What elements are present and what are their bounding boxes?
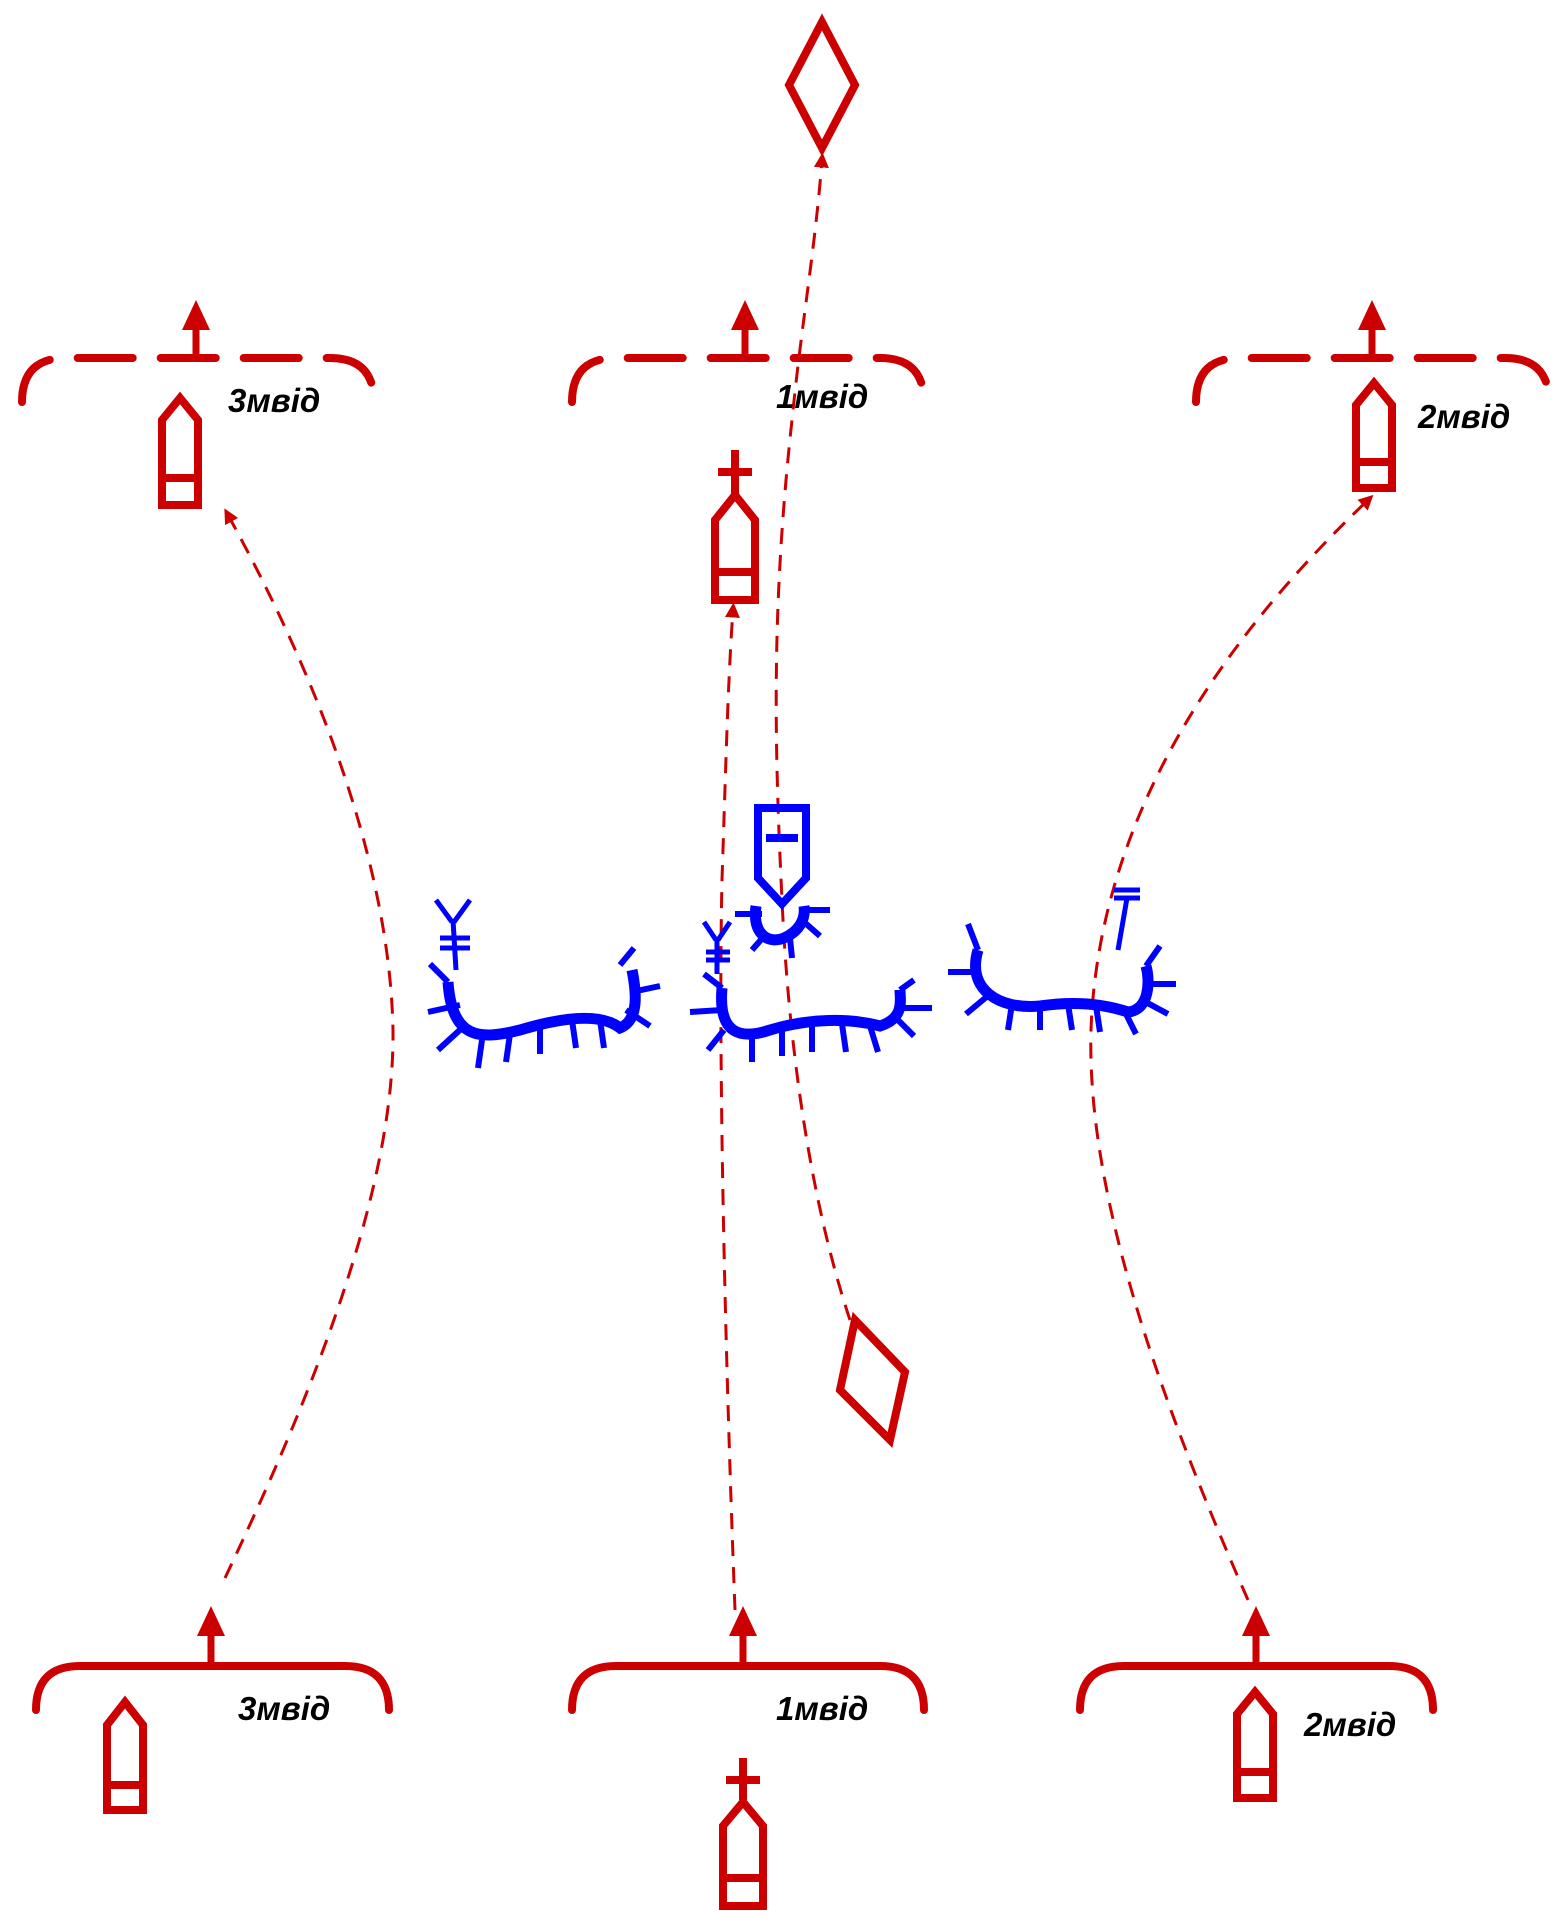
route-right bbox=[1089, 494, 1374, 1601]
trench-position-icon bbox=[427, 946, 661, 1069]
bracket-final-center bbox=[568, 354, 928, 406]
trench-position-icon bbox=[948, 922, 1176, 1036]
vehicle-icon bbox=[1352, 376, 1396, 492]
bracket-final-left bbox=[18, 354, 378, 406]
arrow-up-icon bbox=[1242, 1606, 1270, 1668]
arrow-up-icon bbox=[182, 300, 210, 362]
vehicle-icon bbox=[1233, 1685, 1277, 1802]
route-left bbox=[223, 508, 395, 1579]
arrow-up-icon bbox=[1358, 300, 1386, 362]
vehicle-icon bbox=[103, 1695, 147, 1814]
commander-vehicle-icon bbox=[719, 1758, 767, 1910]
diamond-recon-icon bbox=[784, 13, 860, 157]
trench-position-icon bbox=[689, 971, 932, 1062]
arrow-up-icon bbox=[729, 1606, 757, 1668]
label-final-1: 1мвід bbox=[776, 378, 868, 415]
route-center bbox=[719, 602, 740, 1611]
route-recon bbox=[774, 152, 852, 1321]
weapon-marker-icon bbox=[701, 920, 733, 974]
weapon-marker-icon bbox=[1114, 887, 1140, 951]
arrow-up-icon bbox=[197, 1606, 225, 1668]
arrow-up-icon bbox=[731, 300, 759, 362]
vehicle-icon bbox=[158, 391, 202, 509]
bracket-start-center bbox=[568, 1662, 928, 1714]
label-start-1: 1мвід bbox=[776, 1690, 868, 1727]
label-final-2: 2мвід bbox=[1417, 398, 1510, 435]
weapon-marker-icon bbox=[433, 898, 473, 971]
enemy-vehicle-icon bbox=[754, 804, 810, 910]
bracket-start-left bbox=[32, 1662, 393, 1714]
trench-position-icon bbox=[735, 905, 830, 959]
label-start-3: 3мвід bbox=[238, 1690, 330, 1727]
label-final-3: 3мвід bbox=[228, 382, 320, 419]
commander-vehicle-icon bbox=[711, 450, 759, 604]
label-start-2: 2мвід bbox=[1303, 1706, 1396, 1743]
diamond-recon-icon bbox=[835, 1311, 910, 1448]
